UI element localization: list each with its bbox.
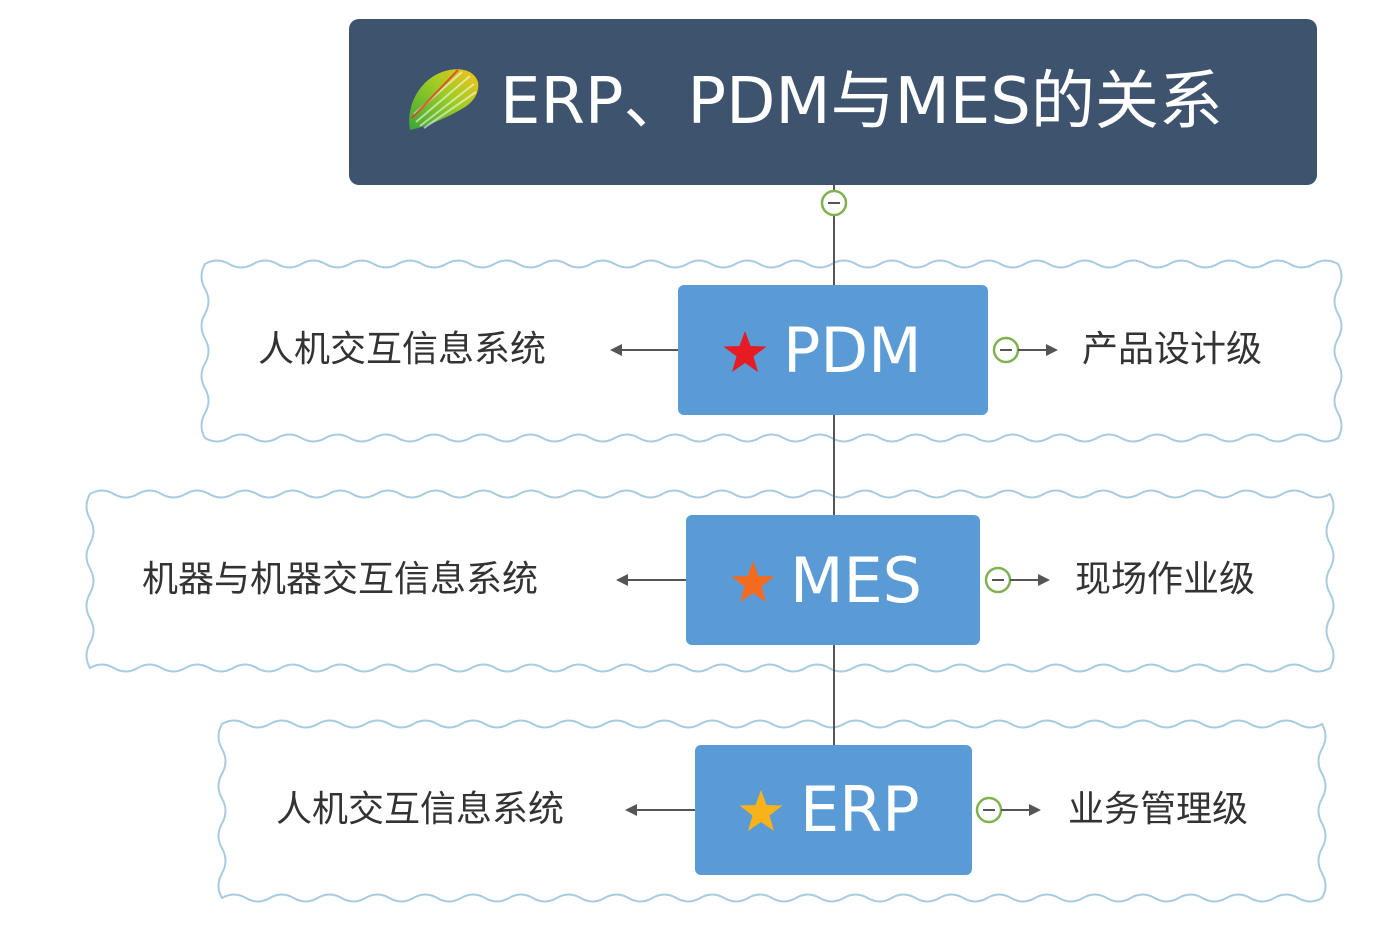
node-mes-label: MES: [790, 544, 923, 617]
orange-star-icon: [731, 561, 775, 602]
mes-level-boundary: [85, 489, 1335, 673]
mes-collapse-toggle[interactable]: [984, 566, 1012, 594]
pdm-left-label: 人机交互信息系统: [258, 329, 547, 370]
pdm-level-boundary: [200, 259, 1343, 443]
erp-right-arrow-head: [1029, 804, 1041, 816]
mes-right-label: 现场作业级: [1075, 559, 1256, 600]
pdm-left-arrow-head: [610, 344, 622, 356]
erp-right-label: 业务管理级: [1068, 789, 1249, 830]
red-star-icon: [723, 331, 767, 372]
yellow-star-icon: [739, 790, 783, 831]
node-erp[interactable]: [695, 745, 972, 875]
title-collapse-toggle[interactable]: [820, 189, 848, 217]
erp-collapse-toggle[interactable]: [975, 796, 1003, 824]
erp-left-label: 人机交互信息系统: [276, 789, 565, 830]
diagram-title: ERP、PDM与MES的关系: [500, 65, 1223, 139]
mes-left-label: 机器与机器交互信息系统: [142, 559, 539, 600]
mes-right-arrow-head: [1038, 574, 1050, 586]
mes-left-arrow-head: [616, 574, 628, 586]
layered-shell-logo-icon: [409, 69, 479, 130]
node-erp-label: ERP: [800, 773, 920, 846]
title-box[interactable]: [349, 19, 1317, 185]
pdm-right-label: 产品设计级: [1082, 329, 1263, 370]
erp-level-boundary: [217, 719, 1327, 903]
pdm-collapse-toggle[interactable]: [992, 336, 1020, 364]
node-pdm-label: PDM: [783, 314, 922, 387]
node-mes[interactable]: [686, 515, 980, 645]
pdm-right-arrow-head: [1046, 344, 1058, 356]
erp-left-arrow-head: [625, 804, 637, 816]
